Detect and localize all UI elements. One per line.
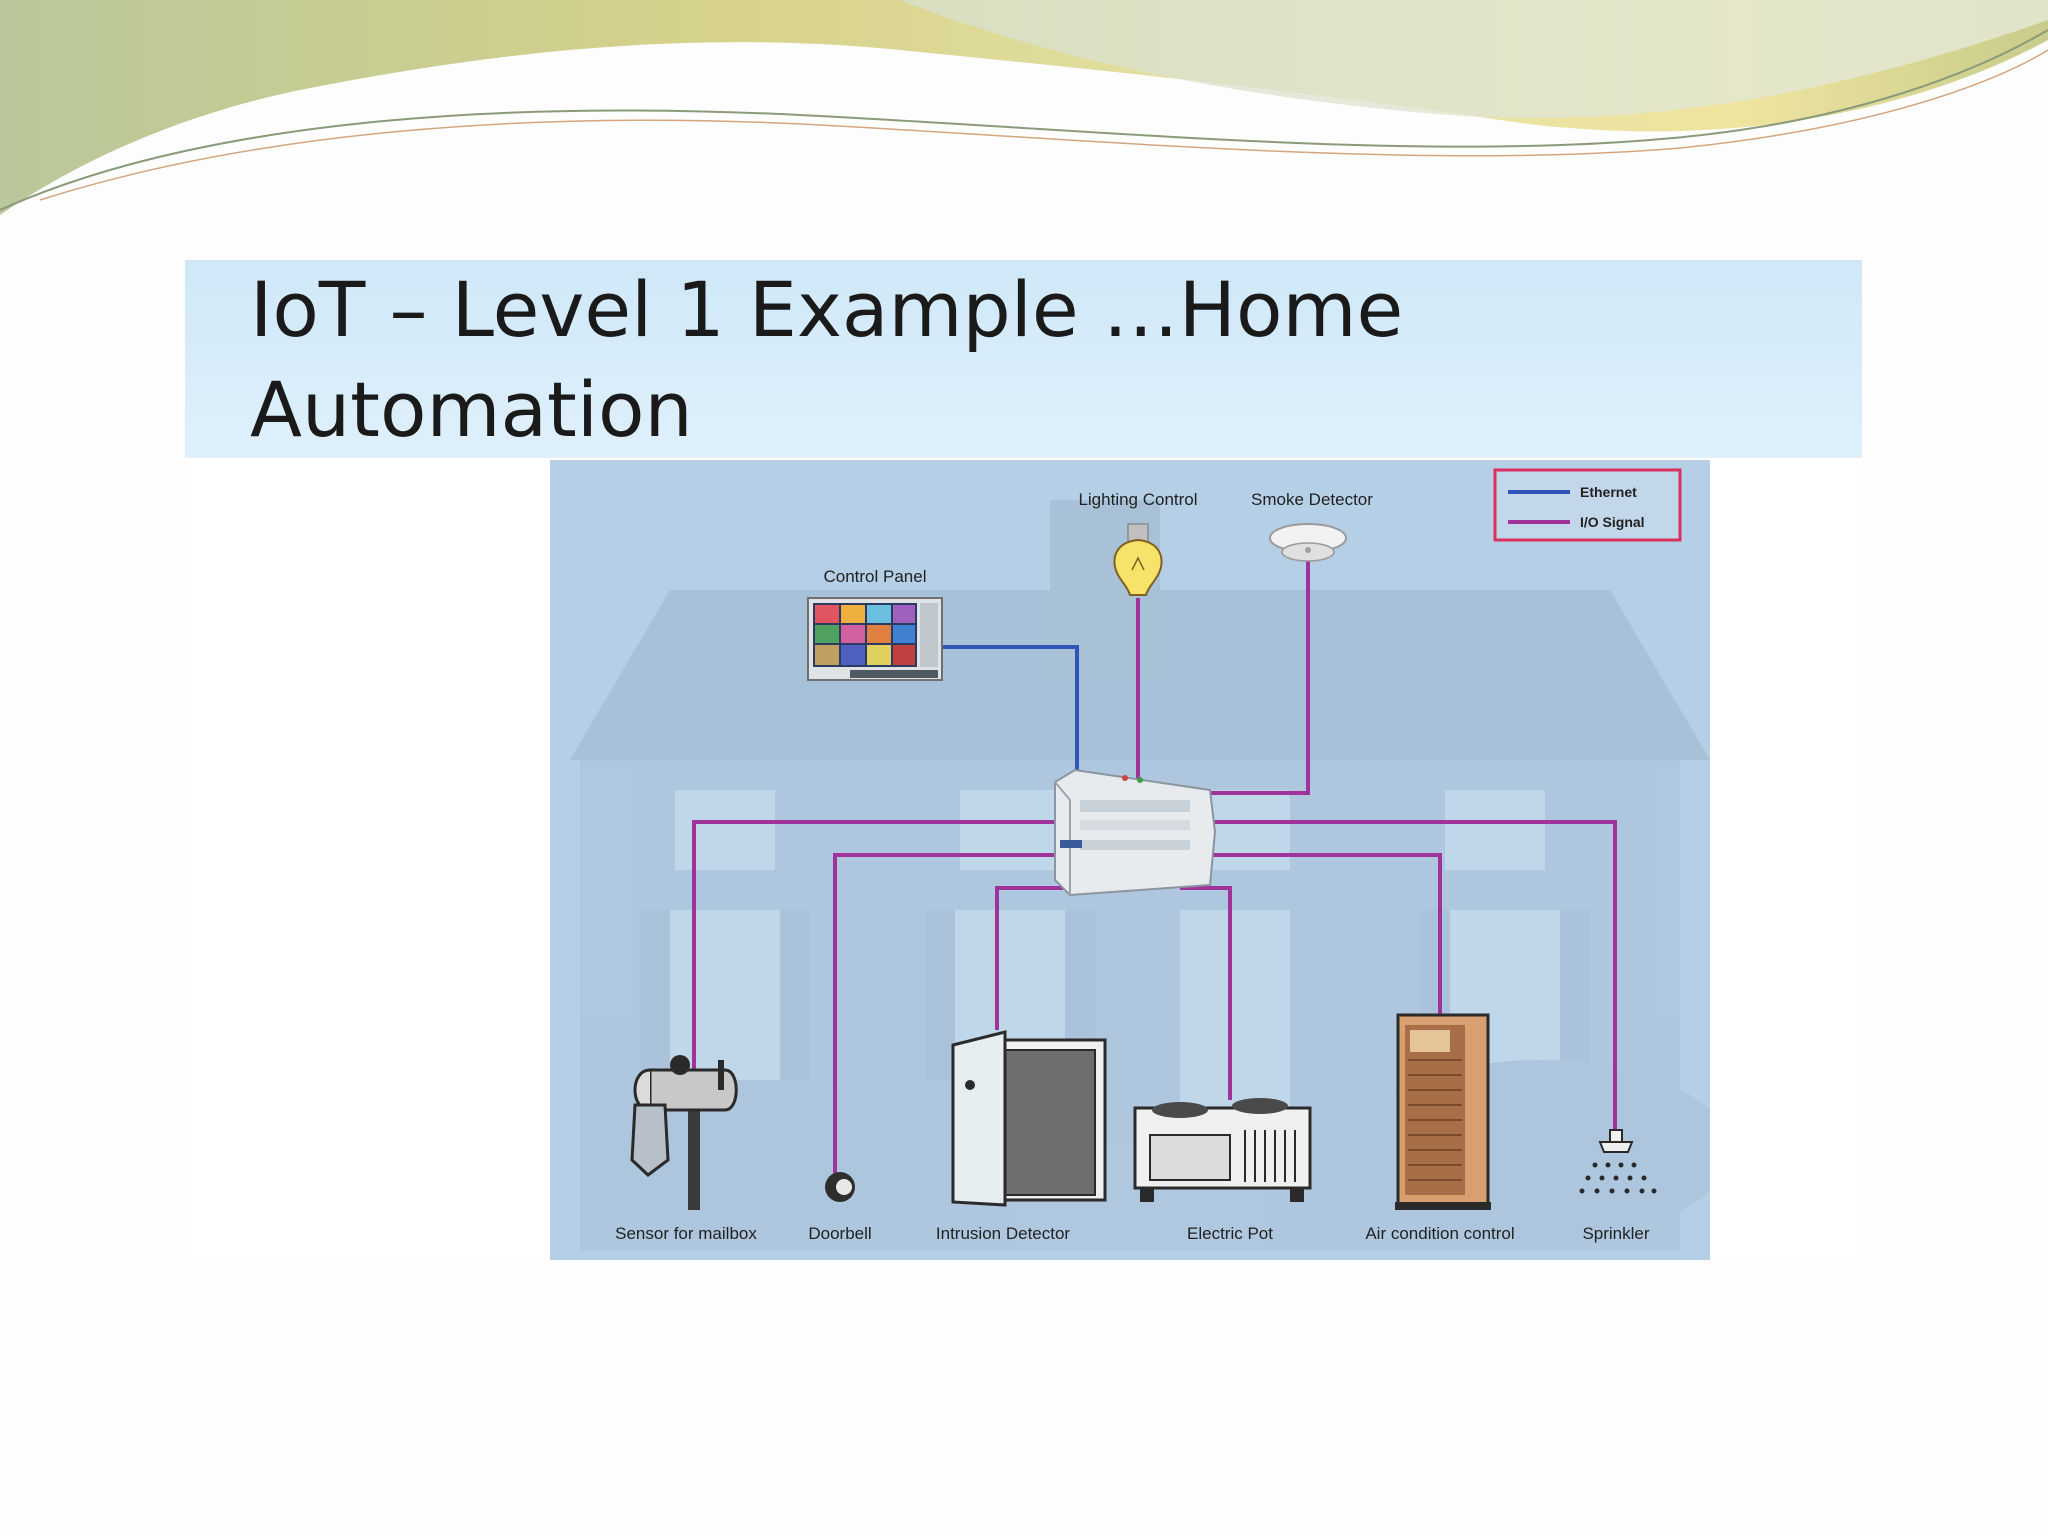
home-automation-diagram: Ethernet I/O Signal Control Panel Lighti… xyxy=(550,460,1710,1260)
legend: Ethernet I/O Signal xyxy=(1495,470,1680,540)
title-banner: IoT – Level 1 Example …Home Automation S… xyxy=(185,260,1862,458)
air-conditioner-icon xyxy=(1395,1015,1491,1210)
controller-hub-icon xyxy=(1055,770,1215,895)
label-control-panel: Control Panel xyxy=(823,567,926,586)
label-sprinkler: Sprinkler xyxy=(1582,1224,1649,1243)
label-lighting-control: Lighting Control xyxy=(1078,490,1197,509)
label-intrusion-detector: Intrusion Detector xyxy=(936,1224,1071,1243)
label-air-condition: Air condition control xyxy=(1365,1224,1514,1243)
doorbell-icon xyxy=(825,1172,855,1202)
electric-pot-icon xyxy=(1135,1098,1310,1202)
label-doorbell: Doorbell xyxy=(808,1224,871,1243)
door-icon xyxy=(953,1032,1105,1205)
label-electric-pot: Electric Pot xyxy=(1187,1224,1273,1243)
legend-io-label: I/O Signal xyxy=(1580,514,1645,530)
control-panel-icon xyxy=(808,598,942,680)
label-sensor-mailbox: Sensor for mailbox xyxy=(615,1224,757,1243)
label-smoke-detector: Smoke Detector xyxy=(1251,490,1373,509)
legend-ethernet-label: Ethernet xyxy=(1580,484,1637,500)
